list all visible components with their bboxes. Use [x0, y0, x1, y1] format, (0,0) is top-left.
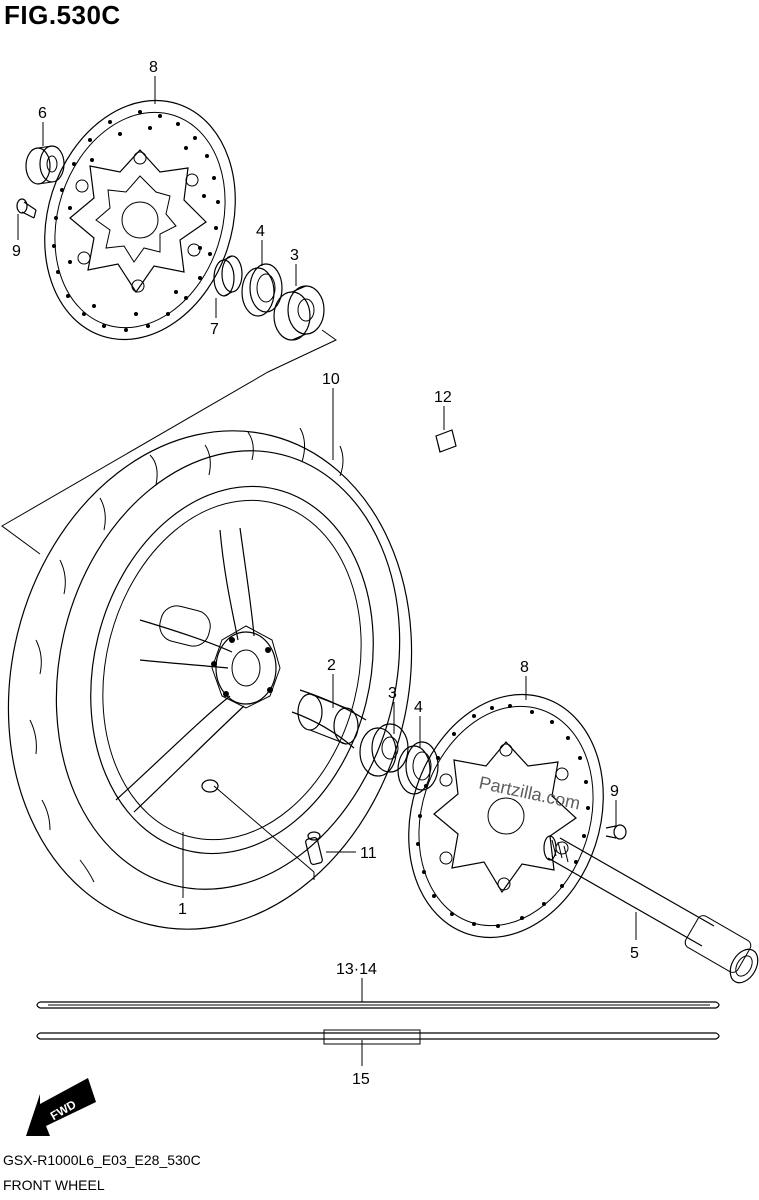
front-tire-10[interactable]	[0, 388, 463, 973]
callout-6[interactable]: 6	[38, 105, 47, 122]
callout-4-lower[interactable]: 4	[414, 699, 423, 716]
callout-4-upper[interactable]: 4	[256, 223, 265, 240]
stripe-tape-13-14[interactable]	[36, 1001, 720, 1009]
callout-10[interactable]: 10	[322, 371, 340, 388]
callout-5[interactable]: 5	[630, 945, 639, 962]
oil-seal-4-upper[interactable]	[241, 263, 283, 317]
assembly-boundary	[1, 329, 337, 555]
bolt-9-upper[interactable]	[16, 198, 37, 219]
stripe-tape-15[interactable]	[36, 1029, 720, 1045]
tire-valve-11[interactable]	[305, 831, 323, 866]
callout-3-upper[interactable]: 3	[290, 247, 299, 264]
section-name: FRONT WHEEL	[3, 1177, 105, 1193]
disc-holes-lower	[416, 704, 590, 928]
upper-brake-disc[interactable]	[15, 76, 265, 365]
bolt-9-lower[interactable]	[605, 824, 627, 840]
callout-2[interactable]: 2	[327, 657, 336, 674]
callout-8-upper[interactable]: 8	[149, 59, 158, 76]
callout-11[interactable]: 11	[360, 845, 377, 862]
callout-3-lower[interactable]: 3	[388, 685, 397, 702]
spacer-nut-6[interactable]	[25, 145, 65, 185]
model-code: GSX-R1000L6_E03_E28_530C	[3, 1152, 201, 1168]
callout-7[interactable]: 7	[210, 321, 219, 338]
spacer-7[interactable]	[213, 255, 243, 297]
callout-15[interactable]: 15	[352, 1071, 370, 1088]
valve-leader	[213, 785, 315, 880]
leader-lines	[17, 76, 637, 1066]
spacer-tube-2[interactable]	[297, 693, 359, 745]
callout-13-14[interactable]: 13·14	[336, 961, 377, 978]
callout-9-upper[interactable]: 9	[12, 243, 21, 260]
disc-holes-upper	[52, 110, 220, 332]
callout-1[interactable]: 1	[178, 901, 187, 918]
fwd-arrow-icon: FWD	[26, 1078, 96, 1136]
balance-weight-12[interactable]	[435, 429, 457, 453]
lower-brake-disc[interactable]	[378, 669, 633, 963]
front-wheel-1[interactable]	[53, 456, 411, 884]
callout-12[interactable]: 12	[434, 389, 452, 406]
front-axle-5[interactable]	[543, 835, 759, 988]
callout-8-lower[interactable]: 8	[520, 659, 529, 676]
bearing-3-upper[interactable]	[273, 285, 325, 341]
figure-title: FIG.530C	[4, 0, 121, 30]
oil-seal-4-lower[interactable]	[397, 741, 439, 795]
callout-9-lower[interactable]: 9	[610, 783, 619, 800]
